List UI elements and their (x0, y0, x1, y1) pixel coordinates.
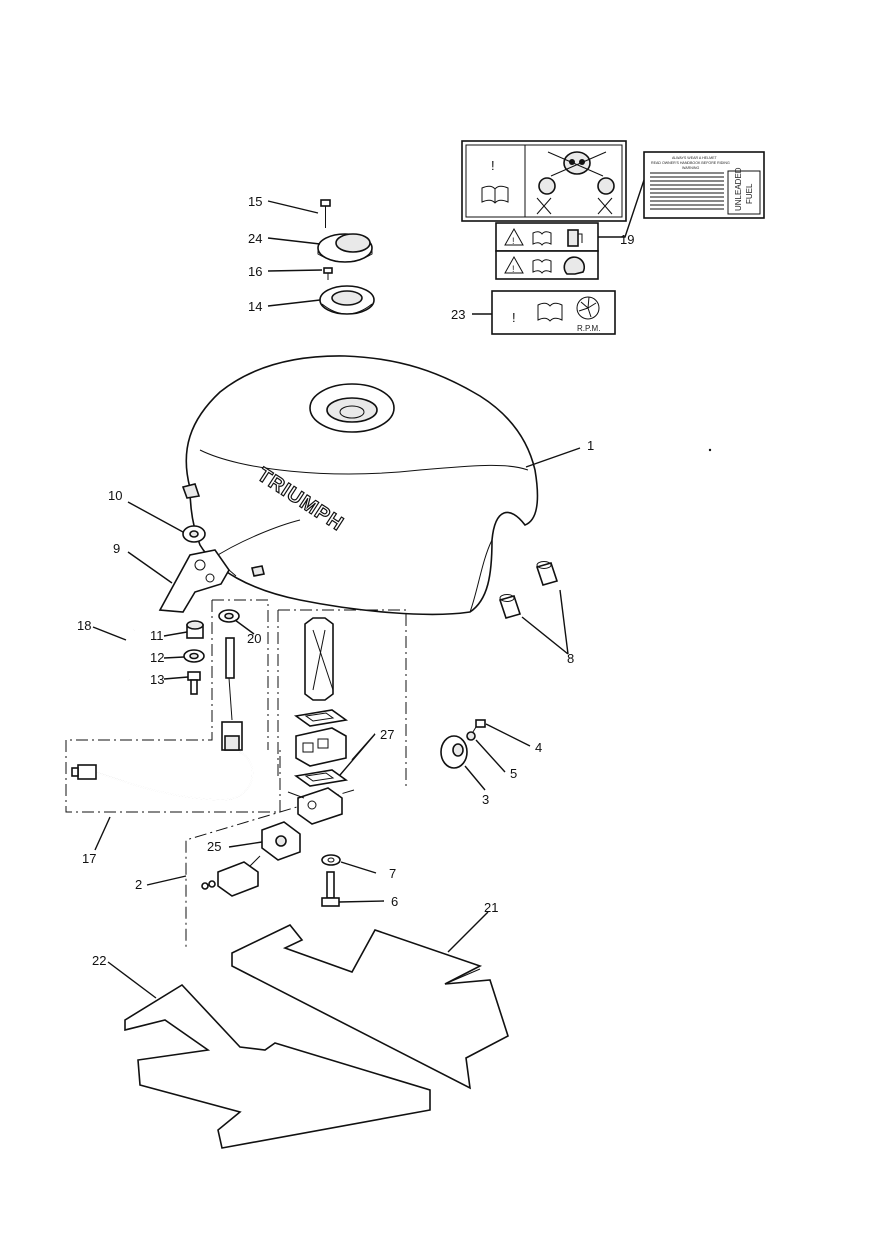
filter-group-outline (278, 609, 407, 786)
sender-group-outline (212, 599, 269, 750)
callout-14: 14 (248, 299, 262, 314)
callout-5: 5 (510, 766, 517, 781)
tank-rubber-mount-upper (535, 561, 559, 586)
callout-8: 8 (567, 651, 574, 666)
callout-23: 23 (451, 307, 465, 322)
callout-4: 4 (535, 740, 542, 755)
warning-heading: WARNING (682, 166, 699, 170)
book-icon (532, 231, 552, 246)
cover-washer (466, 731, 476, 741)
callout-24: 24 (248, 231, 262, 246)
bolt (187, 671, 201, 695)
warning-text-lines (650, 172, 724, 210)
callout-numbers: 1 2 3 4 5 6 7 8 9 10 11 12 13 14 15 16 1… (77, 194, 634, 968)
warning-triangle-mark: ! (512, 236, 515, 246)
tank-pad-upper (231, 924, 509, 1090)
tap-gasket-upper (293, 709, 349, 727)
book-icon (481, 185, 509, 204)
tachometer-icon (576, 296, 600, 320)
book-icon (532, 259, 552, 274)
filler-neck-ring (319, 285, 375, 315)
callout-25: 25 (207, 839, 221, 854)
warning-label-text: ALWAYS WEAR A HELMET READ OWNER'S HANDBO… (643, 151, 765, 219)
stray-dot (708, 448, 712, 452)
tank-rubber-mount-lower (498, 594, 522, 619)
callout-1: 1 (587, 438, 594, 453)
callout-3: 3 (482, 792, 489, 807)
tap-lever (201, 855, 261, 897)
warning-label-main: ! (461, 140, 627, 222)
tap-gasket-lower (293, 769, 349, 787)
fuel-level-sensor (221, 637, 243, 751)
tap-lever-plate (261, 821, 301, 861)
callout-2: 2 (135, 877, 142, 892)
callout-22: 22 (92, 953, 106, 968)
mounting-bracket (158, 549, 237, 613)
helmet-icon (563, 256, 586, 275)
callout-12: 12 (150, 650, 164, 665)
tap-group-outline (185, 789, 355, 948)
fuel-pump-icon (567, 229, 583, 247)
callout-18: 18 (77, 618, 91, 633)
callout-13: 13 (150, 672, 164, 687)
exclamation-text: ! (512, 310, 516, 325)
fuel-filter (304, 617, 334, 701)
warning-label-fuel: ! (495, 222, 599, 252)
callout-7: 7 (389, 866, 396, 881)
callout-19: 19 (620, 232, 634, 247)
leader-lines (92, 179, 645, 999)
sensor-wiring-harness (71, 751, 254, 801)
callout-20: 20 (247, 631, 261, 646)
tank-pad-lower (124, 983, 431, 1149)
sender-harness-outline (65, 600, 281, 813)
callout-16: 16 (248, 264, 262, 279)
helmet-warning-sub: READ OWNER'S HANDBOOK BEFORE RIDING (651, 161, 730, 165)
fuel-tap-valve (287, 787, 343, 825)
cap-small-screw (323, 267, 333, 280)
book-icon (537, 302, 563, 322)
callout-10: 10 (108, 488, 122, 503)
breather-hose (125, 629, 135, 681)
spacer (186, 620, 204, 639)
rpm-text: R.P.M. (577, 324, 600, 333)
warning-triangle-icon (504, 227, 524, 246)
helmet-warning-title: ALWAYS WEAR A HELMET (672, 156, 717, 160)
callout-17: 17 (82, 851, 96, 866)
rpm-warning-label: ! R.P.M. (491, 290, 616, 335)
tap-mount-bolt (321, 871, 340, 907)
filler-cap (317, 233, 373, 263)
skull-icon (536, 151, 615, 215)
callout-9: 9 (113, 541, 120, 556)
callout-27: 27 (380, 727, 394, 742)
callout-21: 21 (484, 900, 498, 915)
tap-mount-washer (321, 854, 341, 866)
sender-seal (218, 609, 240, 623)
fuel-label-line2: FUEL (745, 183, 754, 204)
callout-6: 6 (391, 894, 398, 909)
fuel-tank: TRIUMPH (181, 355, 539, 616)
washer (183, 649, 205, 663)
grommet (182, 525, 206, 543)
exclamation-text: ! (491, 158, 495, 173)
rubber-cover (440, 735, 468, 769)
warning-triangle-icon (504, 255, 524, 274)
callout-15: 15 (248, 194, 262, 209)
warning-triangle-mark: ! (512, 264, 515, 274)
tap-body-block (295, 727, 347, 767)
callout-11: 11 (150, 628, 164, 643)
cap-screw (320, 199, 331, 228)
fuel-label-line1: UNLEADED (734, 167, 743, 211)
warning-label-helmet: ! (495, 250, 599, 280)
